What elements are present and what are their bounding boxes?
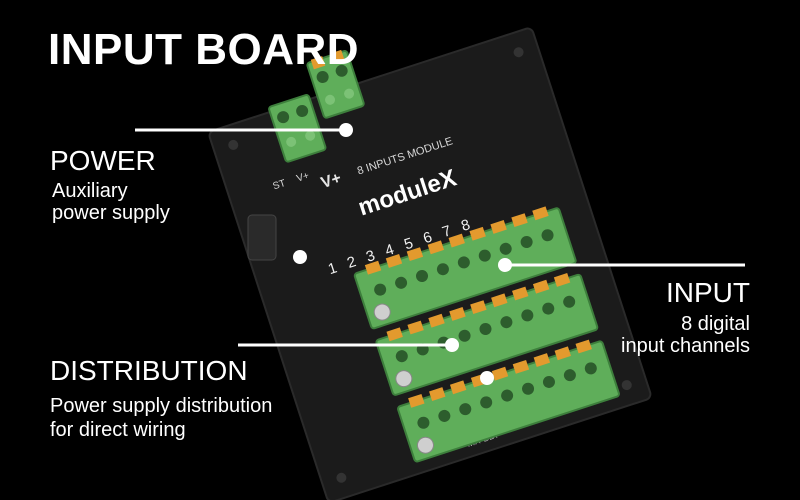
distribution-heading: DISTRIBUTION: [50, 355, 248, 386]
silk-vplus-big: V+: [319, 170, 343, 192]
distribution-desc-line2: for direct wiring: [50, 419, 186, 441]
input-callout-dot: [498, 258, 512, 272]
terminal-block-row-2: [375, 272, 599, 396]
silk-vplus-small: V+: [295, 170, 310, 184]
silk-st: ST: [272, 178, 288, 192]
page-title: INPUT BOARD: [48, 25, 360, 74]
power-callout-dot: [339, 123, 353, 137]
distribution-callout-dot-3: [480, 371, 494, 385]
power-heading: POWER: [50, 145, 156, 176]
power-connector: [268, 94, 327, 163]
mounting-hole: [228, 139, 239, 150]
input-desc-line2: input channels: [621, 335, 750, 357]
mounting-hole: [621, 380, 632, 391]
input-desc-line1: 8 digital: [681, 313, 750, 335]
terminal-block-row-1: [353, 206, 577, 330]
power-desc-line2: power supply: [52, 202, 170, 224]
power-desc-line1: Auxiliary: [52, 180, 128, 202]
distribution-desc-line1: Power supply distribution: [50, 395, 273, 417]
mounting-hole: [513, 47, 524, 58]
distribution-callout-dot: [445, 338, 459, 352]
power-connector-2: [306, 49, 365, 119]
distribution-callout-dot-2: [293, 250, 307, 264]
terminal-block-row-3: [397, 339, 620, 463]
input-heading: INPUT: [666, 277, 750, 308]
mounting-hole: [336, 472, 347, 483]
side-connector: [247, 214, 277, 261]
